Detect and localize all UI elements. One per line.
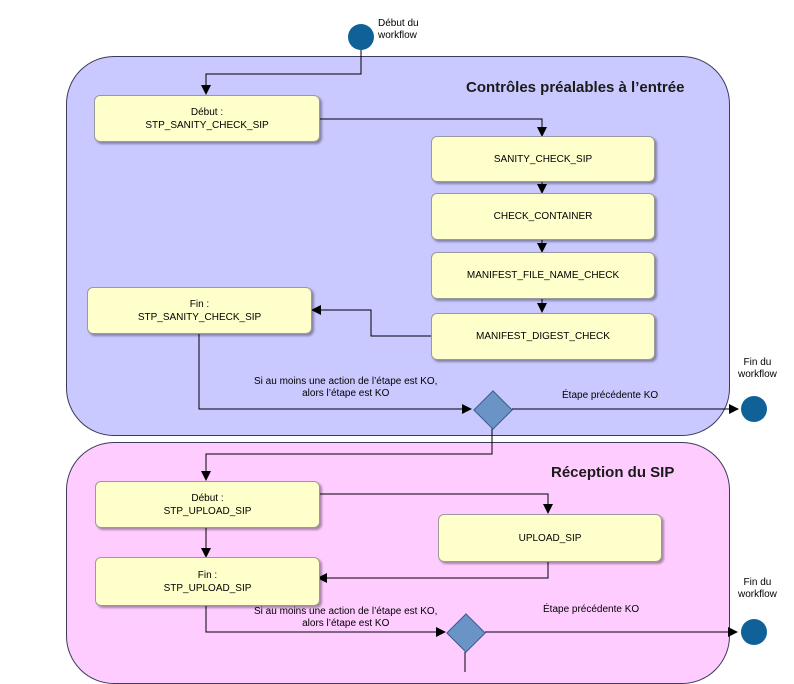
connector-gateway-to-lane2 — [201, 428, 493, 481]
end-event-2 — [741, 619, 767, 645]
connector-start-to-begin — [201, 50, 362, 95]
action-upload-sip[interactable]: UPLOAD_SIP — [438, 514, 662, 562]
connector-end-to-gateway — [198, 334, 472, 414]
condition-label-2: Si au moins une action de l’étape est KO… — [254, 606, 438, 629]
action-sanity-check-sip[interactable]: SANITY_CHECK_SIP — [431, 136, 655, 182]
connector-digest-to-end — [311, 305, 431, 337]
ko-label-2: Étape précédente KO — [543, 604, 640, 615]
end-step-upload-sip[interactable]: Fin : STP_UPLOAD_SIP — [95, 557, 320, 606]
action-manifest-digest-check[interactable]: MANIFEST_DIGEST_CHECK — [431, 313, 655, 360]
lane-title-sanity-check: Contrôles préalables à l’entrée — [466, 79, 685, 96]
end-event-1 — [741, 396, 767, 422]
start-event — [348, 24, 374, 50]
condition-label-1: Si au moins une action de l’étape est KO… — [254, 376, 438, 399]
ko-label-1: Étape précédente KO — [562, 390, 659, 401]
end-step-sanity-check[interactable]: Fin : STP_SANITY_CHECK_SIP — [87, 287, 312, 334]
begin-step-sanity-check[interactable]: Début : STP_SANITY_CHECK_SIP — [94, 95, 320, 142]
action-manifest-file-name-check[interactable]: MANIFEST_FILE_NAME_CHECK — [431, 252, 655, 299]
start-event-label: Début du workflow — [378, 18, 419, 41]
connector-end2-to-gateway2 — [205, 605, 446, 637]
end-event-1-label: Fin du workflow — [738, 357, 777, 380]
begin-step-upload-sip[interactable]: Début : STP_UPLOAD_SIP — [95, 481, 320, 528]
connector-upload-to-end2 — [317, 561, 549, 583]
connector-begin-to-sanity — [318, 118, 547, 137]
action-check-container[interactable]: CHECK_CONTAINER — [431, 193, 655, 240]
connector-begin2-to-upload — [318, 493, 553, 514]
end-event-2-label: Fin du workflow — [738, 577, 777, 600]
lane-title-upload-sip: Réception du SIP — [551, 464, 675, 481]
